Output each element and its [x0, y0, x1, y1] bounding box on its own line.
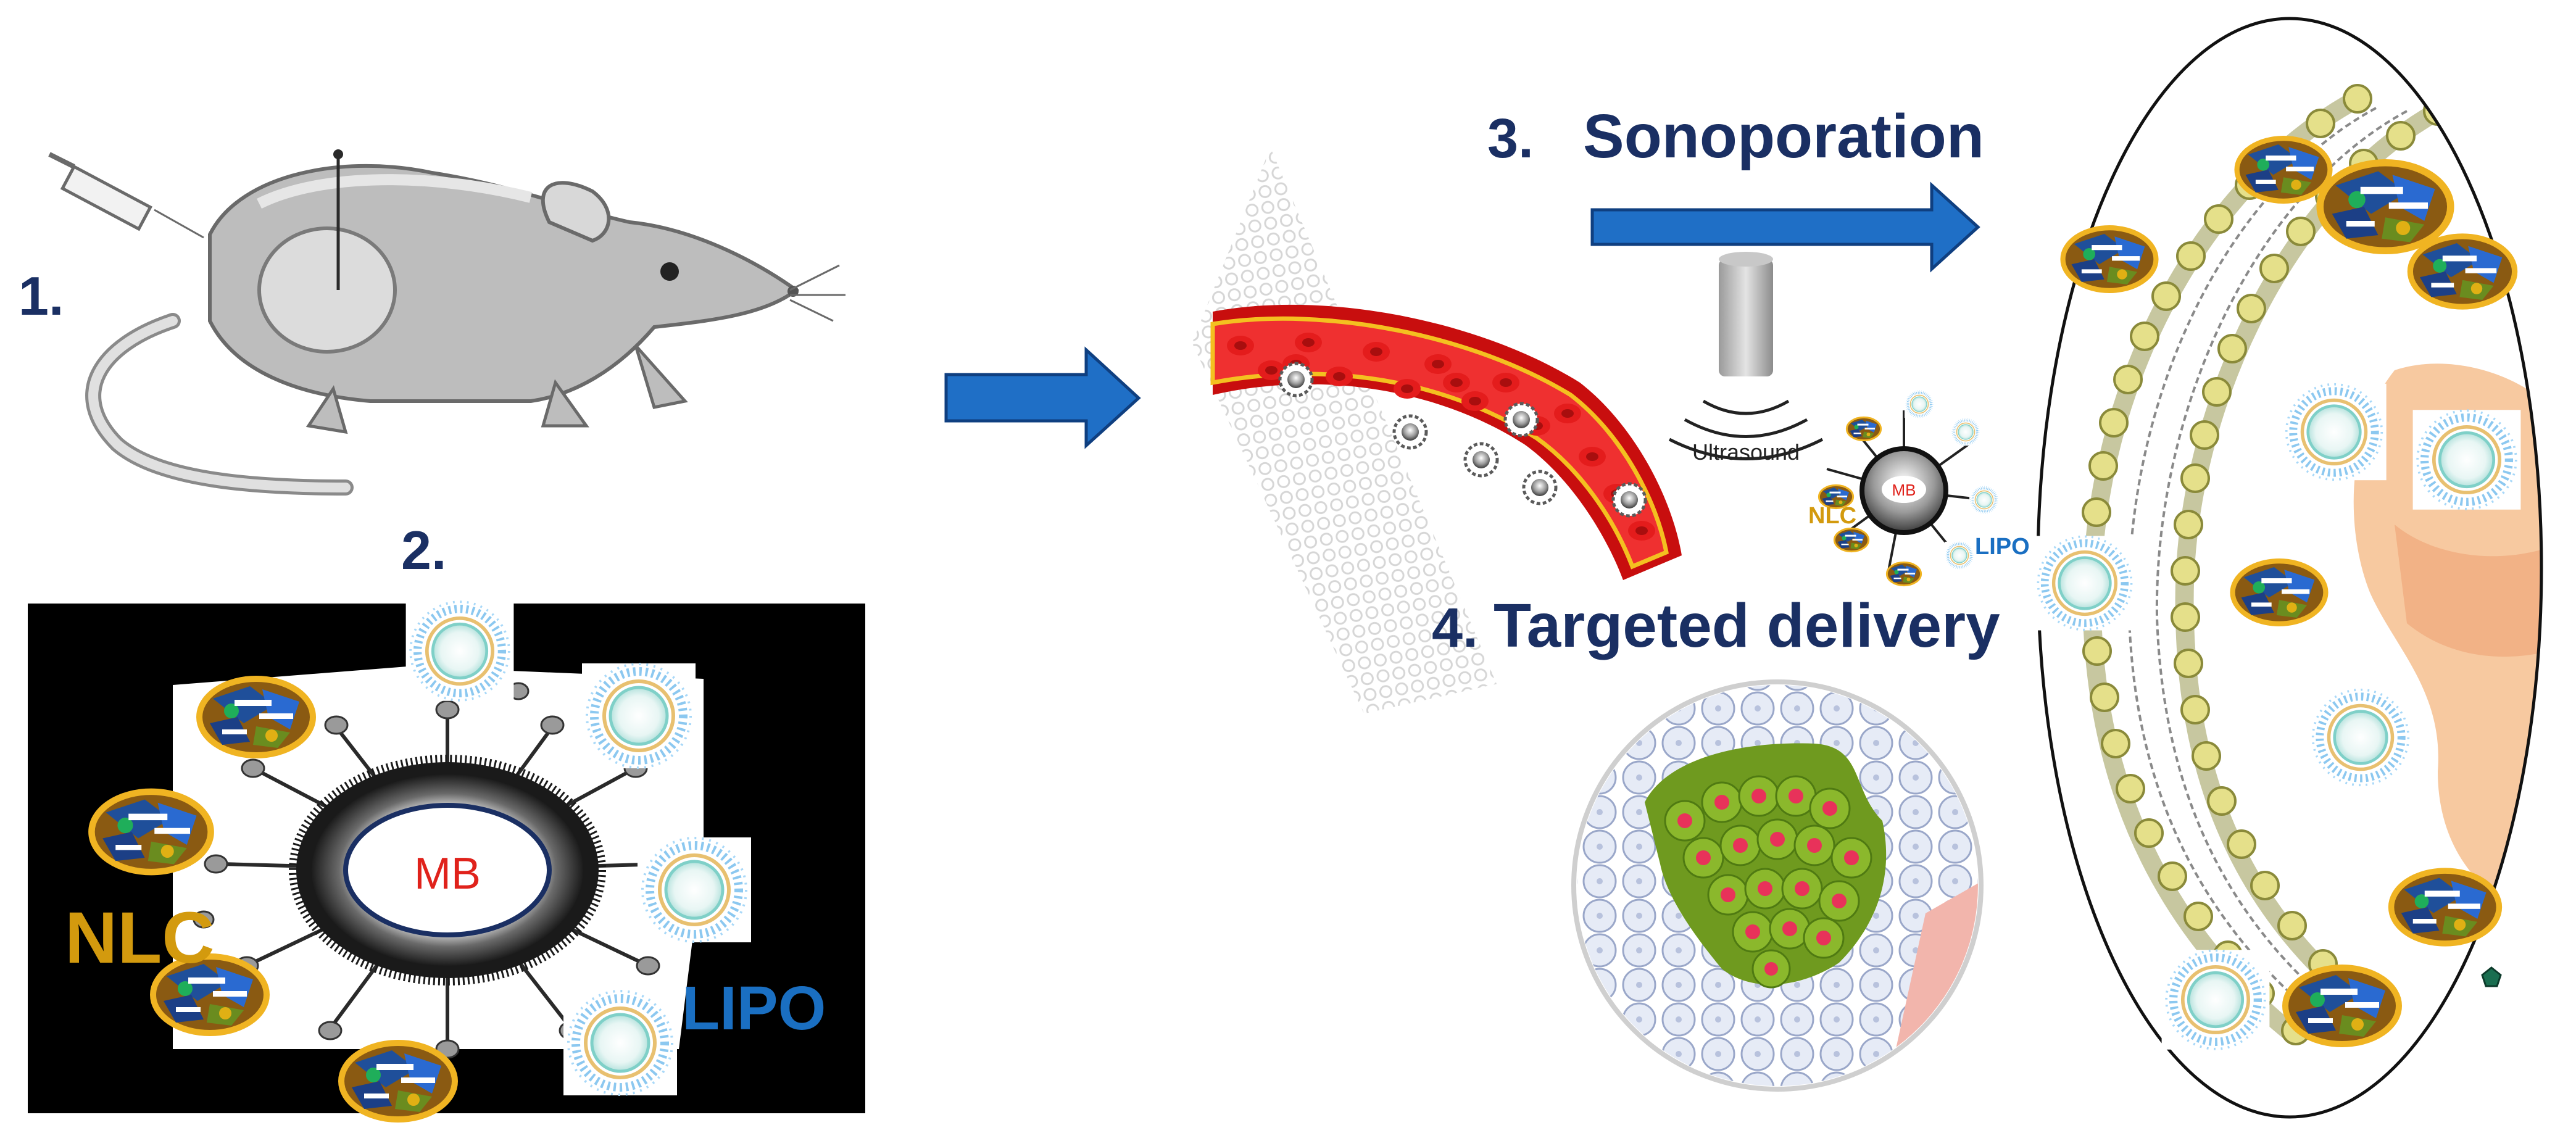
tumor-tissue-circle [1571, 679, 1984, 1092]
ultrasound-label: Ultrasound [1692, 439, 1800, 465]
step-4-number: 4. [1432, 597, 1478, 659]
ultrasound-transducer-icon [1668, 252, 1824, 460]
lipid-bilayer-inner [2171, 96, 2453, 1019]
syringe-icon [48, 152, 204, 239]
small-particle-icon [2481, 966, 2502, 987]
sonoporation-arrow-icon [1590, 181, 1980, 273]
small-mb-label: MB [1892, 481, 1916, 499]
rat-illustration [48, 149, 846, 496]
blood-vessel-illustration [1192, 147, 1682, 714]
small-mb-complex: MB [1818, 389, 2000, 587]
small-lipo-label: LIPO [1975, 534, 2030, 560]
step-4-title: Targeted delivery [1494, 591, 2000, 660]
step-3-title: Sonoporation [1583, 102, 1984, 171]
flow-arrow-icon [944, 346, 1141, 449]
step-1-label: 1. [19, 265, 64, 326]
mb-label: MB [414, 849, 481, 899]
step-3-number: 3. [1487, 108, 1534, 170]
small-nlc-label: NLC [1808, 503, 1856, 529]
lipo-label: LIPO [682, 974, 826, 1043]
nlc-label: NLC [65, 897, 215, 979]
step-2-label: 2. [401, 520, 446, 581]
